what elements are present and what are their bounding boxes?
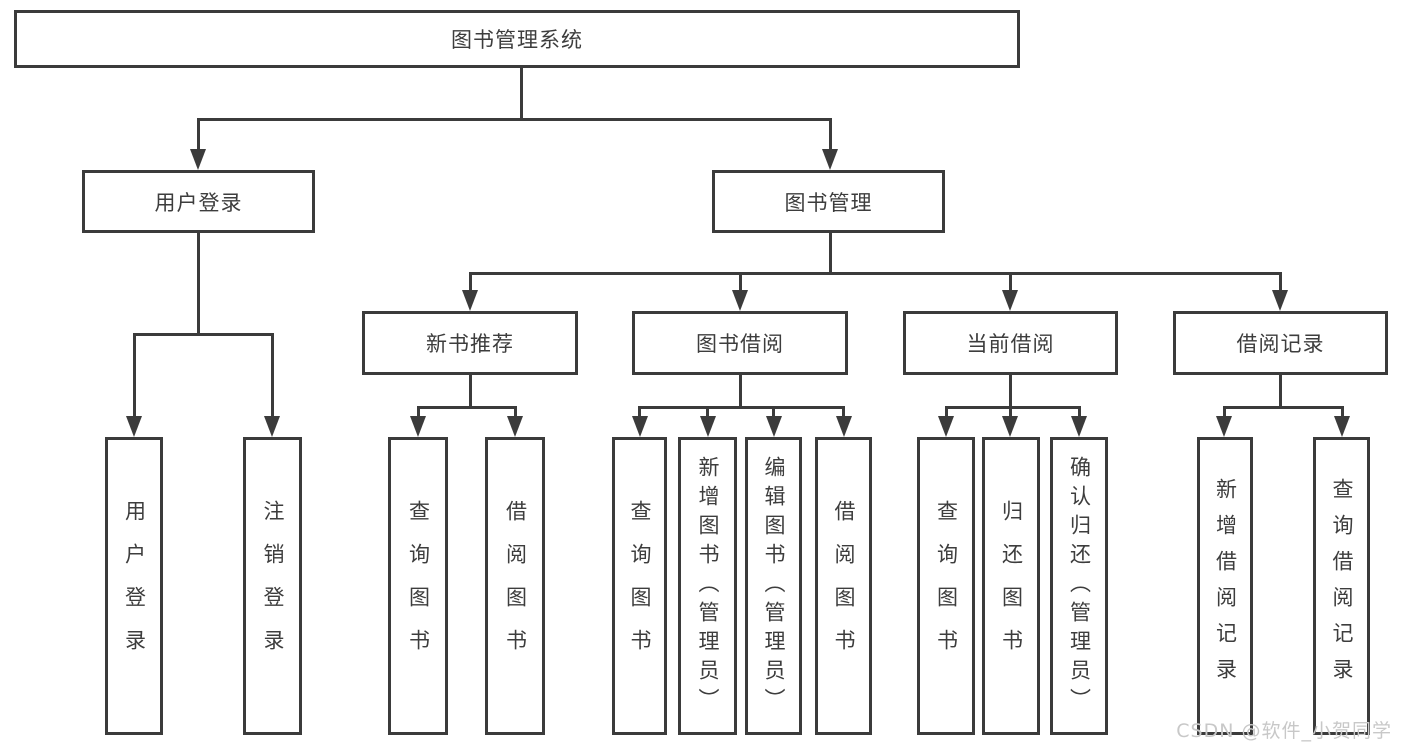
leaf-query-book-current-label: 查询图书 (934, 500, 959, 672)
leaf-return-book-label: 归还图书 (999, 500, 1024, 672)
connector-line (944, 406, 1081, 409)
arrowhead-icon (264, 416, 280, 437)
connector-line (828, 233, 832, 275)
leaf-borrow-book-label: 借阅图书 (832, 500, 856, 672)
leaf-edit-book-admin: 编辑图书（管理员） (745, 437, 802, 735)
leaf-add-book-admin: 新增图书（管理员） (678, 437, 737, 735)
leaf-confirm-return-admin-label: 确认归还（管理员） (1067, 455, 1092, 717)
arrowhead-icon (1216, 416, 1232, 437)
connector-line (1222, 406, 1344, 409)
node-new-book-recommend: 新书推荐 (362, 311, 578, 375)
leaf-query-borrow-record-label: 查询借阅记录 (1330, 478, 1354, 694)
arrowhead-icon (1002, 290, 1018, 311)
arrowhead-icon (765, 416, 782, 437)
node-book-borrow: 图书借阅 (632, 311, 848, 375)
leaf-query-book-recommend-label: 查询图书 (406, 500, 431, 672)
arrowhead-icon (1002, 416, 1018, 437)
node-book-management-label: 图书管理 (784, 190, 873, 215)
connector-line (196, 233, 200, 335)
connector-line (638, 406, 845, 409)
arrowhead-icon (938, 416, 954, 437)
connector-line (468, 272, 472, 293)
arrowhead-icon (507, 416, 523, 437)
arrowhead-icon (699, 416, 716, 437)
connector-line (132, 333, 136, 419)
node-new-book-recommend-label: 新书推荐 (426, 332, 514, 356)
connector-line (1077, 406, 1081, 419)
node-root: 图书管理系统 (14, 10, 1020, 68)
csdn-watermark: CSDN @软件_小贺同学 (1176, 720, 1392, 742)
node-book-management: 图书管理 (712, 170, 945, 233)
connector-line (772, 406, 775, 419)
connector-line (270, 333, 274, 419)
connector-line (1278, 375, 1282, 409)
connector-line (706, 406, 709, 419)
leaf-borrow-book-recommend-label: 借阅图书 (503, 500, 528, 672)
arrowhead-icon (732, 290, 748, 311)
node-current-borrow-label: 当前借阅 (966, 332, 1055, 356)
leaf-edit-book-admin-label: 编辑图书（管理员） (762, 455, 786, 717)
leaf-logout: 注销登录 (243, 437, 302, 735)
connector-line (416, 406, 420, 419)
node-user-login-label: 用户登录 (154, 190, 243, 215)
arrowhead-icon (126, 416, 142, 437)
leaf-borrow-book-recommend: 借阅图书 (485, 437, 545, 735)
connector-line (738, 272, 742, 293)
arrowhead-icon (1071, 416, 1087, 437)
leaf-user-login-label: 用户登录 (122, 500, 147, 672)
leaf-query-borrow-record: 查询借阅记录 (1313, 437, 1370, 735)
connector-line (1340, 406, 1344, 419)
connector-line (132, 333, 274, 336)
arrowhead-icon (1272, 290, 1288, 311)
node-borrow-records-label: 借阅记录 (1236, 332, 1325, 356)
arrowhead-icon (835, 416, 852, 437)
connector-line (519, 67, 523, 119)
node-borrow-records: 借阅记录 (1173, 311, 1388, 375)
leaf-add-borrow-record-label: 新增借阅记录 (1213, 478, 1238, 694)
connector-line (1008, 272, 1012, 293)
connector-line (828, 118, 832, 152)
connector-line (738, 375, 742, 409)
node-book-borrow-label: 图书借阅 (696, 332, 784, 356)
leaf-query-book-borrow-label: 查询图书 (628, 500, 652, 672)
leaf-confirm-return-admin: 确认归还（管理员） (1050, 437, 1108, 735)
connector-line (1278, 272, 1282, 293)
connector-line (1008, 375, 1012, 409)
arrowhead-icon (462, 290, 478, 311)
leaf-add-borrow-record: 新增借阅记录 (1197, 437, 1253, 735)
connector-line (416, 406, 517, 409)
node-current-borrow: 当前借阅 (903, 311, 1118, 375)
leaf-borrow-book: 借阅图书 (815, 437, 872, 735)
connector-line (1222, 406, 1226, 419)
connector-line (513, 406, 517, 419)
connector-line (468, 272, 1282, 275)
node-root-label: 图书管理系统 (451, 28, 583, 52)
connector-line (196, 118, 200, 152)
leaf-query-book-recommend: 查询图书 (388, 437, 448, 735)
leaf-add-book-admin-label: 新增图书（管理员） (696, 455, 720, 717)
arrowhead-icon (822, 149, 838, 170)
connector-line (196, 118, 832, 121)
leaf-return-book: 归还图书 (982, 437, 1040, 735)
connector-line (468, 375, 472, 409)
leaf-logout-label: 注销登录 (261, 500, 285, 672)
leaf-query-book-current: 查询图书 (917, 437, 975, 735)
arrowhead-icon (631, 416, 648, 437)
leaf-query-book-borrow: 查询图书 (612, 437, 667, 735)
arrowhead-icon (1334, 416, 1350, 437)
arrowhead-icon (190, 149, 206, 170)
connector-line (638, 406, 641, 419)
connector-line (842, 406, 845, 419)
connector-line (1008, 406, 1012, 419)
arrowhead-icon (410, 416, 426, 437)
connector-line (944, 406, 948, 419)
node-user-login: 用户登录 (82, 170, 315, 233)
leaf-user-login: 用户登录 (105, 437, 163, 735)
